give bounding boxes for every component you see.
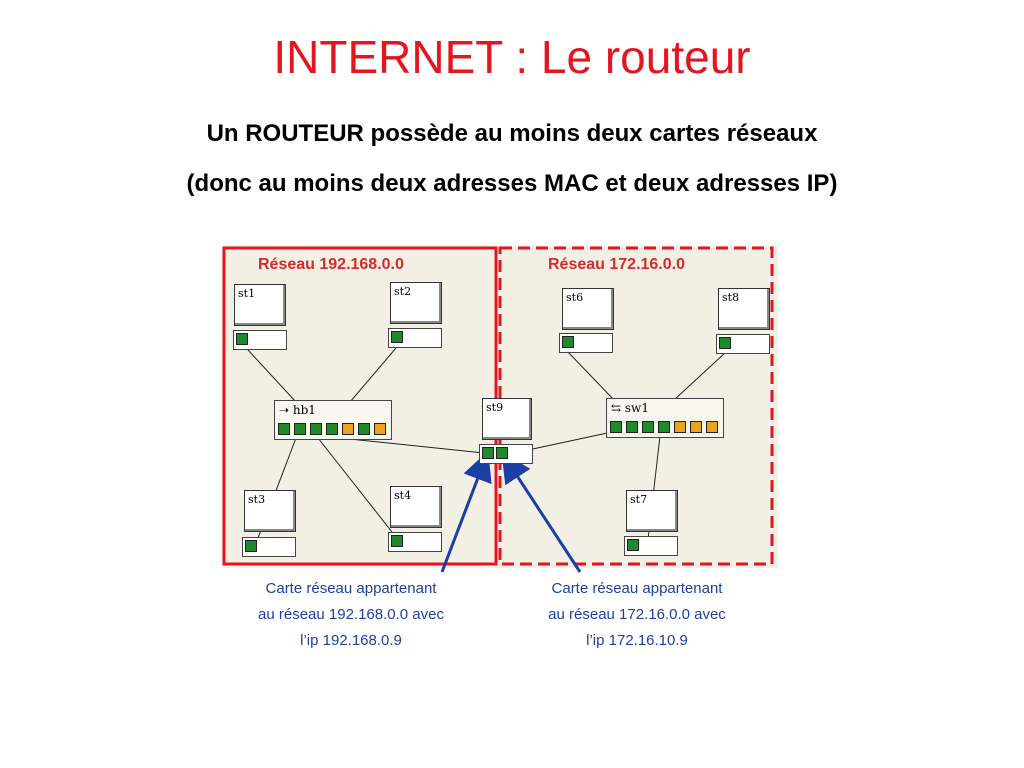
link-st8-sw1 bbox=[673, 351, 727, 401]
caption-left-line3: l’ip 192.168.0.9 bbox=[300, 632, 402, 649]
link-st6-sw1 bbox=[567, 351, 615, 401]
monitor-icon: st2 bbox=[390, 282, 442, 324]
caption-right: Carte réseau appartenant au réseau 172.1… bbox=[512, 576, 762, 654]
network-left-label: Réseau 192.168.0.0 bbox=[258, 256, 404, 273]
arrow-right-icon: ➝ bbox=[279, 403, 290, 417]
monitor-icon: st8 bbox=[718, 288, 770, 330]
monitor-icon: st7 bbox=[626, 490, 678, 532]
router-nic-ports bbox=[479, 444, 533, 464]
caption-left-line2: au réseau 192.168.0.0 avec bbox=[258, 606, 444, 623]
caption-left: Carte réseau appartenant au réseau 192.1… bbox=[226, 576, 476, 654]
nic-ports bbox=[559, 333, 613, 353]
switch-sw1[interactable]: ⇆ sw1 bbox=[606, 398, 724, 438]
monitor-icon: st6 bbox=[562, 288, 614, 330]
subtitle-line-1: Un ROUTEUR possède au moins deux cartes … bbox=[206, 120, 818, 147]
hub-hb1[interactable]: ➝ hb1 bbox=[274, 400, 392, 440]
nic-172-port bbox=[496, 447, 508, 459]
nic-192-port bbox=[482, 447, 494, 459]
nic-ports bbox=[624, 536, 678, 556]
swap-arrows-icon: ⇆ bbox=[611, 401, 622, 415]
link-st2-hb1 bbox=[349, 347, 397, 403]
caption-left-line1: Carte réseau appartenant bbox=[265, 580, 437, 597]
nic-ports bbox=[388, 328, 442, 348]
link-hb1-st9 bbox=[339, 437, 485, 454]
monitor-icon: st1 bbox=[234, 284, 286, 326]
nic-ports bbox=[233, 330, 287, 350]
caption-right-line1: Carte réseau appartenant bbox=[551, 580, 723, 597]
nic-ports bbox=[388, 532, 442, 552]
monitor-icon: st3 bbox=[244, 490, 296, 532]
caption-right-line2: au réseau 172.16.0.0 avec bbox=[548, 606, 726, 623]
hub-label: hb1 bbox=[292, 403, 316, 417]
link-hb1-st4 bbox=[317, 437, 393, 533]
slide-title: INTERNET : Le routeur bbox=[273, 31, 751, 83]
network-right-label: Réseau 172.16.0.0 bbox=[548, 256, 685, 273]
nic-ports bbox=[716, 334, 770, 354]
switch-label: sw1 bbox=[624, 401, 649, 415]
link-st1-hb1 bbox=[247, 349, 297, 403]
subtitle-line-2: (donc au moins deux adresses MAC et deux… bbox=[186, 170, 838, 197]
arrow-left-card bbox=[440, 450, 492, 573]
caption-right-line3: l’ip 172.16.10.9 bbox=[586, 632, 688, 649]
arrow-right-card bbox=[501, 451, 582, 573]
monitor-icon: st9 bbox=[482, 398, 532, 440]
monitor-icon: st4 bbox=[390, 486, 442, 528]
nic-ports bbox=[242, 537, 296, 557]
